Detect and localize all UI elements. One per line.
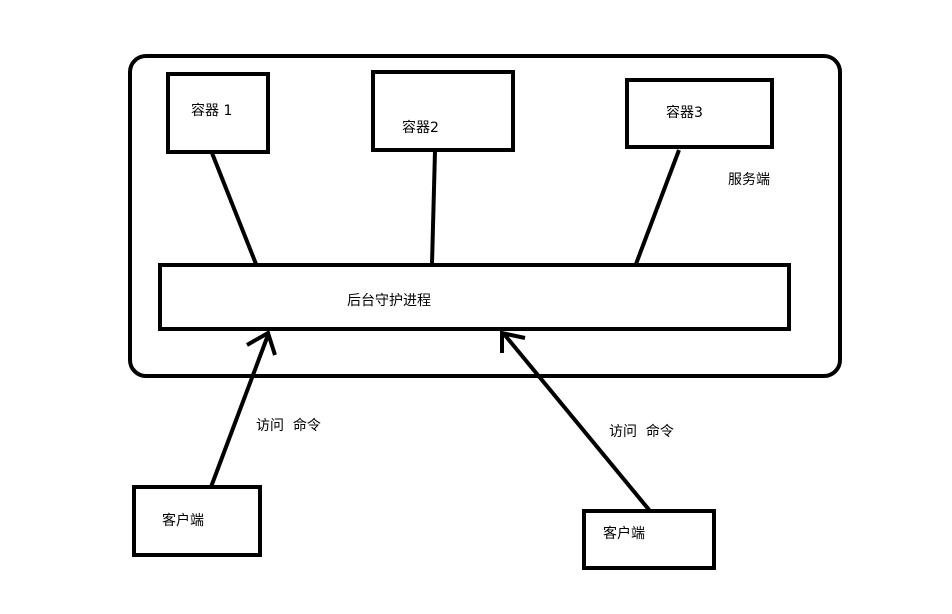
daemon-label: 后台守护进程 — [347, 293, 431, 309]
connector-container-3 — [634, 149, 681, 265]
container-1-label: 容器 1 — [191, 103, 233, 119]
container-2-box — [371, 70, 515, 152]
server-boundary — [128, 54, 842, 378]
container-3-label: 容器3 — [666, 105, 703, 121]
connector-container-2 — [430, 150, 437, 265]
container-2-label: 容器2 — [402, 120, 439, 136]
container-1-box — [166, 72, 270, 154]
connector-container-1 — [210, 152, 258, 265]
arrow-client-2-head — [500, 330, 526, 353]
client-1-label: 客户端 — [162, 513, 204, 529]
container-3-box — [625, 78, 774, 149]
server-label: 服务端 — [728, 172, 770, 188]
daemon-box — [158, 263, 791, 331]
client-1-box — [132, 485, 262, 557]
client-2-edge-label: 访问 命令 — [609, 424, 674, 440]
arrow-client-1-head — [246, 330, 277, 356]
client-2-label: 客户端 — [603, 526, 645, 542]
arrow-client-2-shaft — [502, 332, 652, 513]
arrow-client-1-shaft — [209, 334, 270, 488]
client-1-edge-label: 访问 命令 — [256, 418, 321, 434]
